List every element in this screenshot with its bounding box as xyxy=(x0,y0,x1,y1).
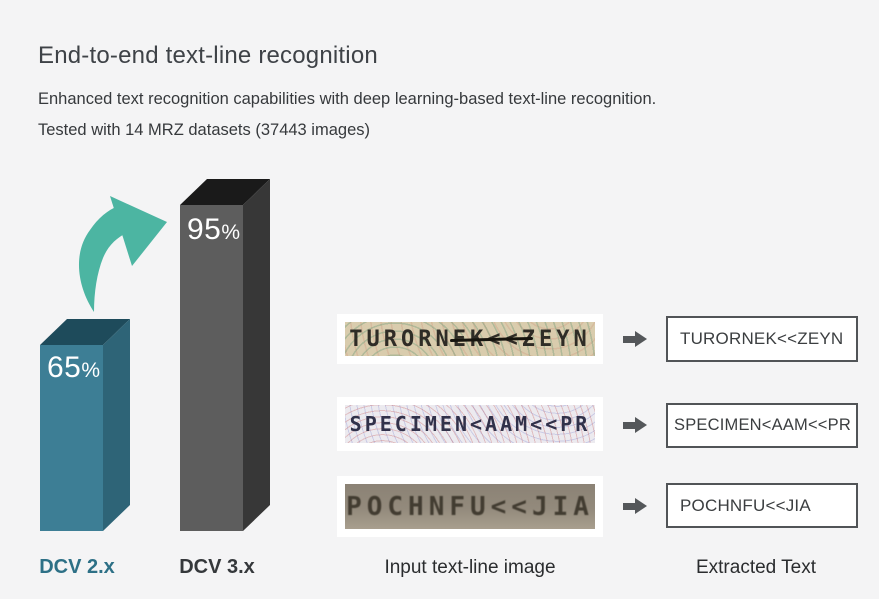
mrz-input-text: POCHNFU<<JIA xyxy=(346,491,594,522)
subtitle-line-2: Tested with 14 MRZ datasets (37443 image… xyxy=(38,121,370,139)
input-column-label: Input text-line image xyxy=(384,557,556,578)
arrow-head xyxy=(635,498,647,514)
extracted-text: TURORNEK<<ZEYN xyxy=(680,329,844,348)
dcv2-unit: % xyxy=(81,359,101,382)
right-arrow-icon xyxy=(623,498,648,514)
mrz-input-strip: SPECIMEN<AAM<<PR xyxy=(345,405,595,443)
dcv2-bar xyxy=(40,319,130,531)
extracted-text: SPECIMEN<AAM<<PR xyxy=(674,416,851,434)
dcv3-axis-label: DCV 3.x xyxy=(179,556,255,578)
input-image-frame: POCHNFU<<JIA xyxy=(337,476,603,537)
input-image-frame: TURORNEK<<ZEYN xyxy=(337,314,603,364)
dcv2-value: 65 xyxy=(47,351,82,384)
dcv2-axis-label: DCV 2.x xyxy=(39,556,115,578)
extracted-text-box: SPECIMEN<AAM<<PR xyxy=(666,403,858,448)
mrz-input-strip: TURORNEK<<ZEYN xyxy=(345,322,595,356)
extracted-text: POCHNFU<<JIA xyxy=(680,495,811,515)
right-arrow-icon xyxy=(623,331,648,347)
mrz-input-strip: POCHNFU<<JIA xyxy=(345,484,595,529)
arrow-shaft xyxy=(623,335,635,343)
page-subtitle: Enhanced text recognition capabilities w… xyxy=(38,84,656,146)
right-arrow-icon xyxy=(623,417,648,433)
dcv3-unit: % xyxy=(221,221,241,244)
input-image-frame: SPECIMEN<AAM<<PR xyxy=(337,397,603,451)
output-column-label: Extracted Text xyxy=(695,557,817,578)
arrow-shaft xyxy=(623,421,635,429)
page-title: End-to-end text-line recognition xyxy=(38,42,378,69)
extracted-text-box: POCHNFU<<JIA xyxy=(666,483,858,528)
extracted-text-box: TURORNEK<<ZEYN xyxy=(666,316,858,362)
dcv3-value: 95 xyxy=(187,213,222,246)
arrow-shaft xyxy=(623,502,635,510)
growth-arrow-icon xyxy=(78,196,167,312)
arrow-head xyxy=(635,417,647,433)
dcv3-value-label: 95% xyxy=(187,213,241,247)
subtitle-line-1: Enhanced text recognition capabilities w… xyxy=(38,90,657,108)
dcv3-bar xyxy=(180,179,270,531)
mrz-input-text: SPECIMEN<AAM<<PR xyxy=(349,412,591,436)
dcv2-value-label: 65% xyxy=(47,351,101,385)
arrow-head xyxy=(635,331,647,347)
